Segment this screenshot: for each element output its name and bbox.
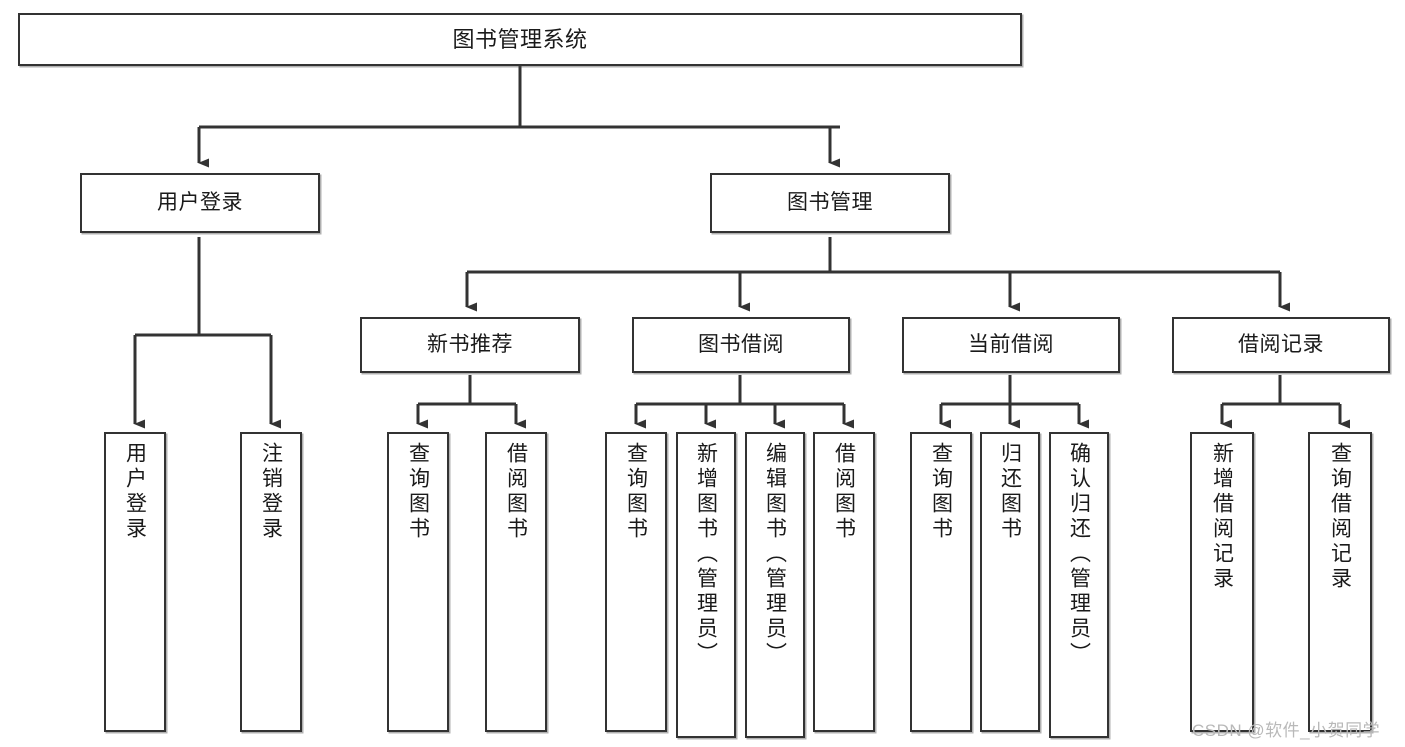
leaf-edit-book-admin[interactable]: 编辑图书（管理员） — [745, 432, 805, 738]
node-label: 图书管理 — [787, 190, 873, 214]
node-label: 归还图书 — [998, 442, 1022, 542]
leaf-query-book-current[interactable]: 查询图书 — [910, 432, 972, 732]
leaf-query-book-borrowing[interactable]: 查询图书 — [605, 432, 667, 732]
leaf-borrow-book-borrowing[interactable]: 借阅图书 — [813, 432, 875, 732]
node-user-login[interactable]: 用户登录 — [80, 173, 320, 233]
node-book-borrowing[interactable]: 图书借阅 — [632, 317, 850, 373]
node-label: 新书推荐 — [427, 332, 513, 356]
leaf-add-borrow-record[interactable]: 新增借阅记录 — [1190, 432, 1254, 732]
node-new-book-recommendation[interactable]: 新书推荐 — [360, 317, 580, 373]
node-label: 查询图书 — [624, 442, 648, 542]
node-root-book-management-system[interactable]: 图书管理系统 — [18, 13, 1022, 66]
node-label: 查询借阅记录 — [1328, 442, 1352, 592]
node-label: 图书借阅 — [698, 332, 784, 356]
watermark-text: CSDN @软件_小贺同学 — [1192, 721, 1381, 740]
node-label: 查询图书 — [929, 442, 953, 542]
node-current-borrowing[interactable]: 当前借阅 — [902, 317, 1120, 373]
leaf-add-book-admin[interactable]: 新增图书（管理员） — [676, 432, 736, 738]
leaf-borrow-book-recommendation[interactable]: 借阅图书 — [485, 432, 547, 732]
node-label: 新增借阅记录 — [1210, 442, 1234, 592]
node-label: 新增图书（管理员） — [694, 442, 718, 667]
node-label: 查询图书 — [406, 442, 430, 542]
node-label: 借阅图书 — [504, 442, 528, 542]
leaf-return-book[interactable]: 归还图书 — [980, 432, 1040, 732]
node-label: 借阅记录 — [1238, 332, 1324, 356]
node-label: 确认归还（管理员） — [1067, 442, 1091, 667]
node-label: 当前借阅 — [968, 332, 1054, 356]
leaf-logout[interactable]: 注销登录 — [240, 432, 302, 732]
node-borrow-records[interactable]: 借阅记录 — [1172, 317, 1390, 373]
leaf-query-book-recommendation[interactable]: 查询图书 — [387, 432, 449, 732]
node-label: 图书管理系统 — [452, 26, 588, 52]
leaf-query-borrow-record[interactable]: 查询借阅记录 — [1308, 432, 1372, 732]
node-label: 用户登录 — [157, 190, 243, 214]
leaf-user-login[interactable]: 用户登录 — [104, 432, 166, 732]
node-label: 用户登录 — [123, 442, 147, 542]
node-label: 借阅图书 — [832, 442, 856, 542]
node-label: 注销登录 — [259, 442, 283, 542]
leaf-confirm-return-admin[interactable]: 确认归还（管理员） — [1049, 432, 1109, 738]
node-book-management[interactable]: 图书管理 — [710, 173, 950, 233]
node-label: 编辑图书（管理员） — [763, 442, 787, 667]
